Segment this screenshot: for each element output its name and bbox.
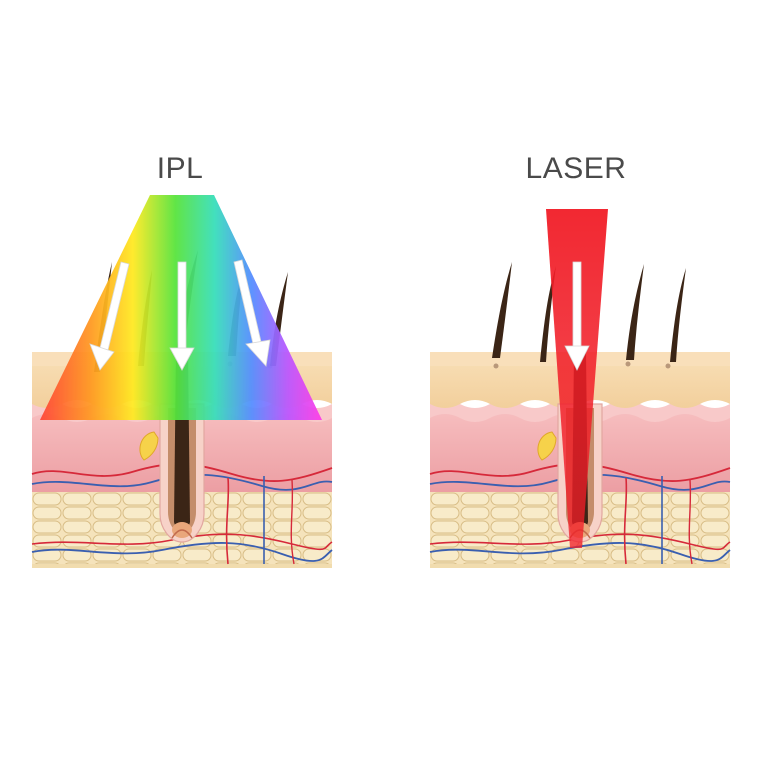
ipl-arrows [89,259,271,371]
ipl-title: IPL [156,152,204,185]
down-arrow-icon [89,261,130,371]
laser-beam [546,209,608,548]
down-arrow-icon [169,261,195,371]
down-arrow-icon [233,259,271,367]
laser-title: LASER [525,152,627,185]
down-arrow-icon [564,261,590,371]
